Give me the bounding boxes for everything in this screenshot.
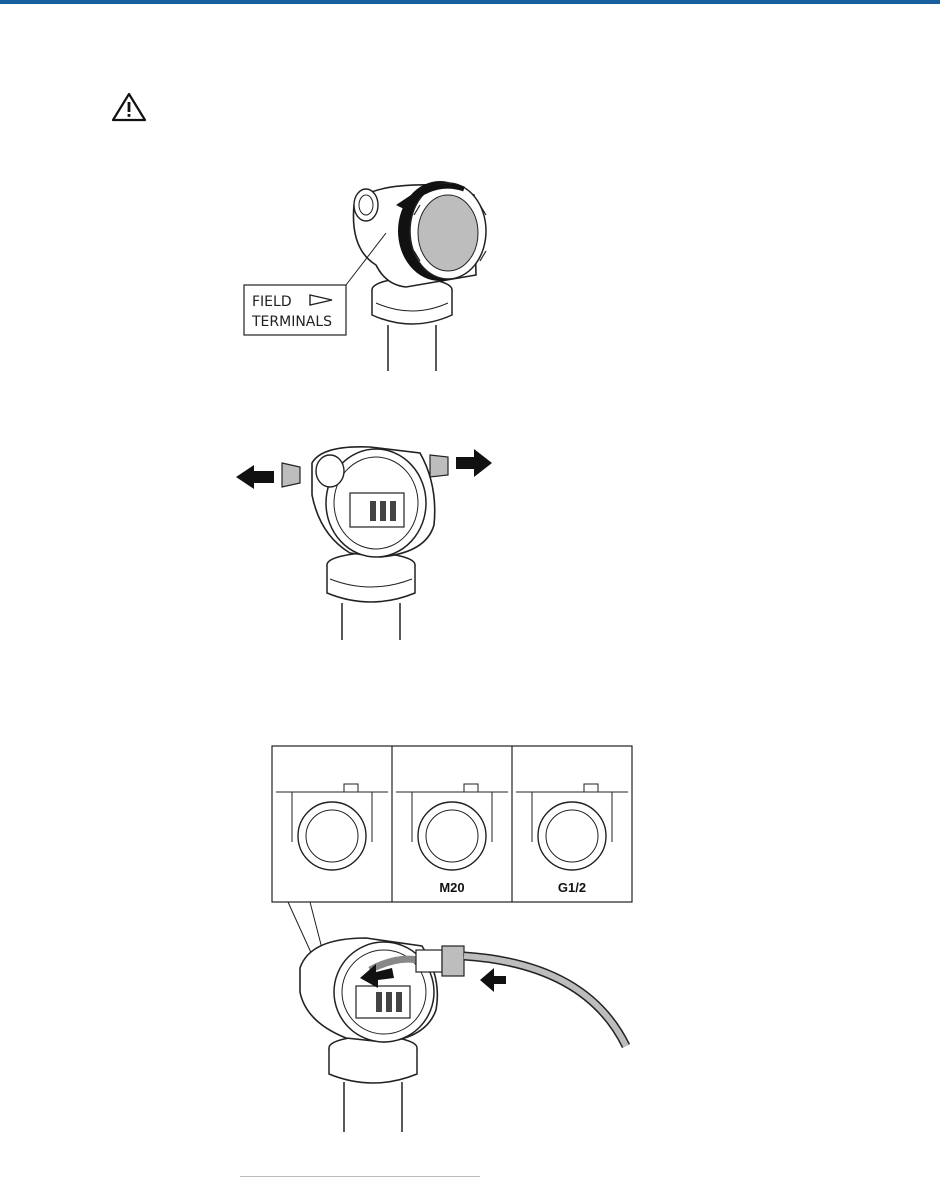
field-terminals-label-line2: TERMINALS bbox=[251, 314, 332, 330]
figure-install-conduit: M20 G1/2 bbox=[266, 742, 666, 1132]
right-arrow-icon bbox=[456, 449, 492, 477]
warning-triangle-icon bbox=[111, 92, 147, 122]
thread-label-m20: M20 bbox=[439, 880, 464, 895]
thread-label-g12: G1/2 bbox=[558, 880, 586, 895]
footer-rule bbox=[240, 1176, 480, 1177]
left-arrow-icon bbox=[236, 465, 274, 489]
push-conduit-arrow-icon bbox=[480, 968, 506, 992]
field-terminals-label-line1: FIELD bbox=[252, 294, 292, 310]
header-accent-rule bbox=[0, 0, 940, 4]
figure-remove-plugs bbox=[230, 435, 500, 640]
figure-remove-cover: FIELD TERMINALS bbox=[236, 175, 496, 371]
